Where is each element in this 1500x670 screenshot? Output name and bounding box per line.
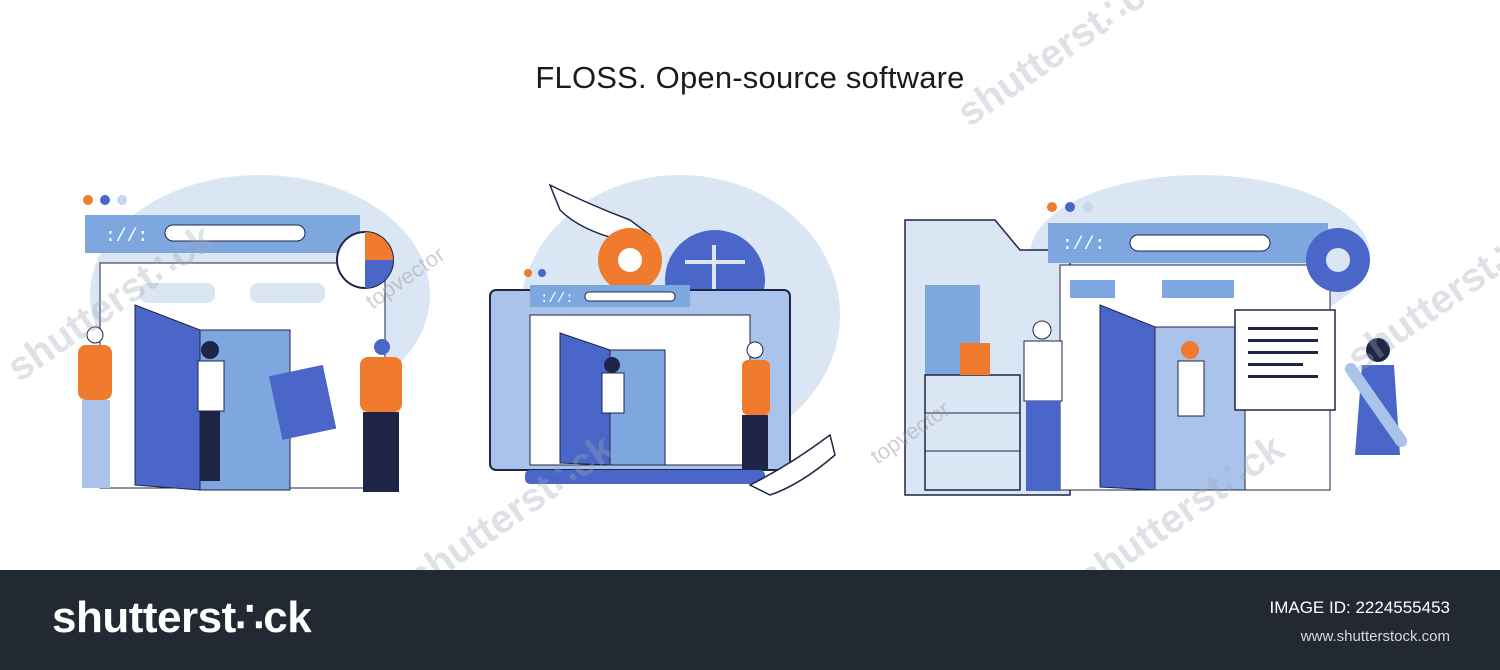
brand-logo[interactable]: shutterst∴ck: [52, 593, 312, 642]
open-door: [1099, 304, 1156, 491]
address-field: [1129, 234, 1271, 252]
text-line: [1248, 339, 1318, 342]
hand-from-top: [548, 183, 652, 241]
orange-folders: [960, 343, 990, 375]
laptop-gear-illustration: ://:: [480, 165, 850, 505]
site-url[interactable]: www.shutterstock.com: [1300, 628, 1450, 645]
text-line: [1248, 363, 1303, 366]
laptop-base: [525, 470, 765, 484]
person-head: [1366, 338, 1390, 362]
gear-hole: [618, 248, 642, 272]
hand-from-bottom: [748, 433, 836, 496]
wrench-icon: [1344, 362, 1408, 448]
person-head: [86, 326, 104, 344]
person-legs: [742, 415, 768, 470]
person-body-white: [1023, 340, 1063, 402]
person-legs: [82, 400, 110, 488]
pie-segment: [365, 232, 393, 260]
content-block: [250, 283, 325, 303]
window-dot-light: [117, 195, 127, 205]
address-field: [164, 224, 306, 242]
text-line: [1248, 327, 1318, 330]
person-body-orange: [78, 345, 112, 400]
person-body-orange: [742, 360, 770, 415]
code-label: ://:: [105, 227, 148, 247]
window-dot-orange: [524, 269, 532, 277]
person-body: [601, 372, 625, 414]
person-body-orange: [360, 357, 402, 412]
person-head: [604, 357, 620, 373]
person-head: [1032, 320, 1052, 340]
window-dot-blue: [1065, 202, 1075, 212]
person-legs: [200, 411, 220, 481]
text-line: [1248, 375, 1318, 378]
open-door: [134, 304, 201, 491]
file-cabinet: [924, 374, 1021, 491]
circuit-trace: [712, 245, 716, 305]
person-body-white: [197, 360, 225, 412]
person-body: [1177, 360, 1205, 417]
window-dot-blue: [538, 269, 546, 277]
window-dot-orange: [1047, 202, 1057, 212]
person-head: [201, 341, 219, 359]
address-field: [584, 291, 676, 302]
content-block: [140, 283, 215, 303]
window-dot-orange: [83, 195, 93, 205]
person-legs: [363, 412, 399, 492]
document-sheet: [1234, 309, 1336, 411]
content-block: [1070, 280, 1115, 298]
content-block: [1162, 280, 1234, 298]
window-dot-light: [1083, 202, 1093, 212]
gear-hole: [1326, 248, 1350, 272]
window-dot-blue: [100, 195, 110, 205]
folder-docs-illustration: ://:: [900, 165, 1460, 505]
person-head: [1181, 341, 1199, 359]
browser-door-illustration: ://:: [60, 165, 430, 505]
footer-bar: shutterst∴ck IMAGE ID: 2224555453 www.sh…: [0, 570, 1500, 670]
code-label: ://:: [540, 291, 574, 307]
image-id: IMAGE ID: 2224555453: [1269, 598, 1450, 617]
pie-segment: [365, 260, 393, 288]
code-label: ://:: [1062, 235, 1105, 255]
person-legs: [1026, 401, 1060, 491]
person-head: [746, 341, 764, 359]
person-head: [374, 339, 390, 355]
page-title: FLOSS. Open-source software: [535, 60, 965, 95]
floating-card: [268, 364, 337, 440]
text-line: [1248, 351, 1318, 354]
